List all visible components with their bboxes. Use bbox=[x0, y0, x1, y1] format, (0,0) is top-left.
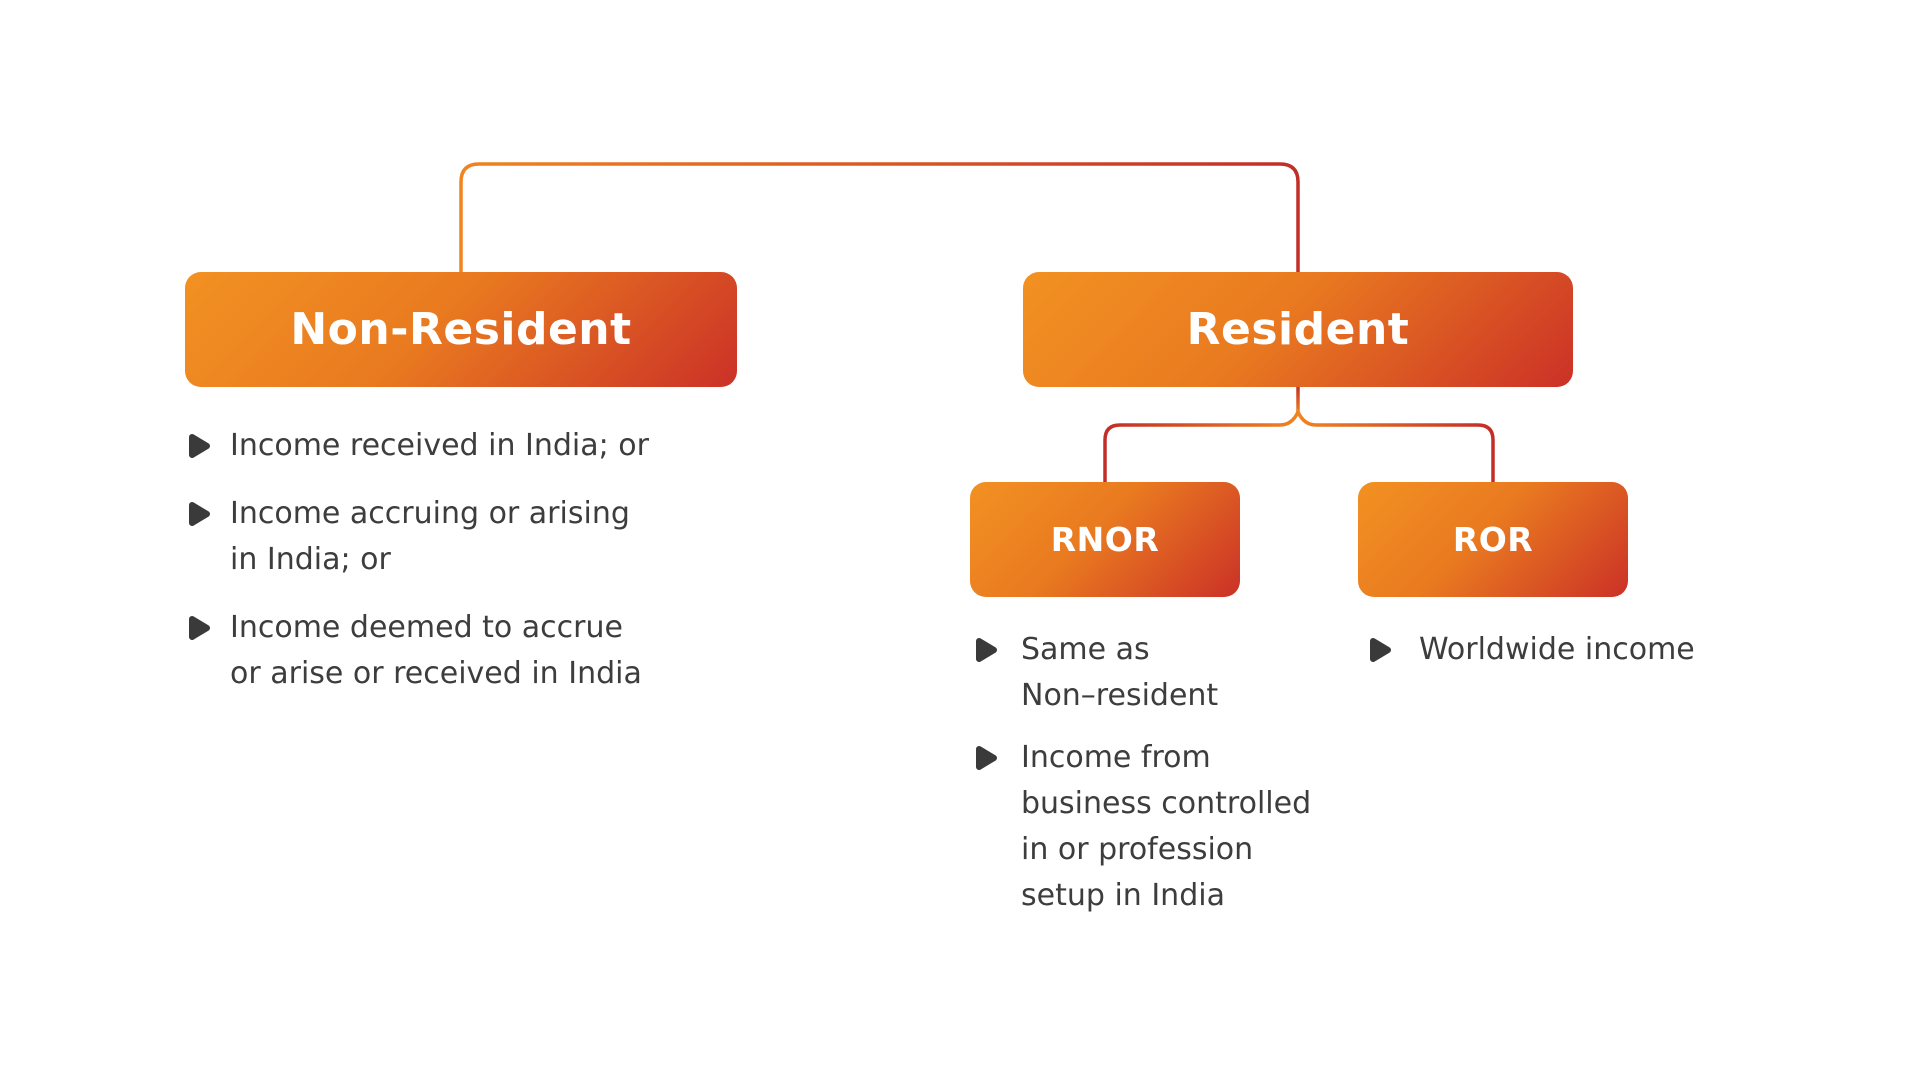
list-item: Worldwide income bbox=[1369, 627, 1829, 673]
node-resident: Resident bbox=[1023, 272, 1573, 387]
triangle-right-icon bbox=[189, 502, 210, 526]
connector-split-brace bbox=[1103, 407, 1495, 482]
rnor-bullet-list: Same as Non–resident Income from busines… bbox=[975, 627, 1395, 919]
list-item: Same as Non–resident bbox=[975, 627, 1395, 719]
node-non-resident-label: Non-Resident bbox=[290, 304, 632, 355]
node-ror: ROR bbox=[1358, 482, 1628, 597]
ror-bullet-list: Worldwide income bbox=[1369, 627, 1829, 673]
node-rnor-label: RNOR bbox=[1050, 520, 1160, 559]
bullet-text: Income accruing or arising in India; or bbox=[230, 496, 630, 577]
triangle-right-icon bbox=[1370, 638, 1391, 662]
triangle-right-icon bbox=[189, 434, 210, 458]
bullet-text: Same as Non–resident bbox=[1021, 632, 1219, 713]
bullet-text: Worldwide income bbox=[1419, 632, 1695, 667]
list-item: Income deemed to accrue or arise or rece… bbox=[188, 605, 768, 697]
node-rnor: RNOR bbox=[970, 482, 1240, 597]
node-resident-label: Resident bbox=[1186, 304, 1410, 355]
bullet-text: Income received in India; or bbox=[230, 428, 649, 463]
node-non-resident: Non-Resident bbox=[185, 272, 737, 387]
list-item: Income received in India; or bbox=[188, 423, 768, 469]
node-ror-label: ROR bbox=[1452, 520, 1534, 559]
triangle-right-icon bbox=[976, 746, 997, 770]
bullet-text: Income deemed to accrue or arise or rece… bbox=[230, 610, 642, 691]
non-resident-bullet-list: Income received in India; or Income accr… bbox=[188, 423, 768, 697]
list-item: Income accruing or arising in India; or bbox=[188, 491, 768, 583]
triangle-right-icon bbox=[976, 638, 997, 662]
connector-top-bracket bbox=[459, 162, 1300, 272]
triangle-right-icon bbox=[189, 616, 210, 640]
bullet-text: Income from business controlled in or pr… bbox=[1021, 740, 1312, 913]
list-item: Income from business controlled in or pr… bbox=[975, 735, 1395, 919]
